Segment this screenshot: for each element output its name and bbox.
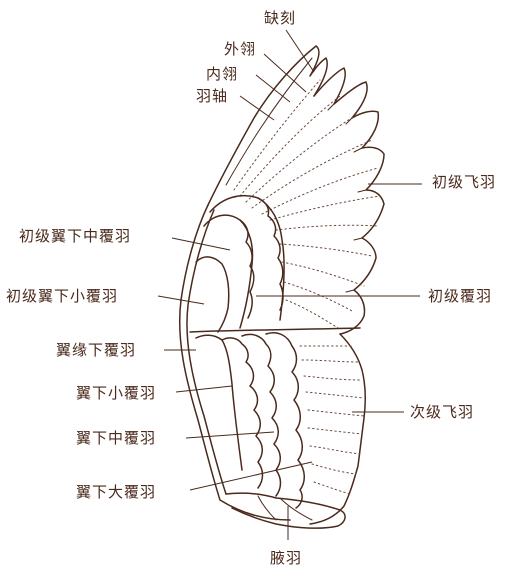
label-rachis: 羽轴 [196, 87, 228, 105]
label-primary-coverts: 初级覆羽 [428, 287, 492, 305]
leader-under-greater [190, 462, 312, 490]
wing-illustration [180, 46, 384, 528]
label-marginal-under-coverts: 翼缘下覆羽 [56, 341, 136, 359]
label-inner-vane: 内翎 [206, 65, 238, 83]
primary-marginal-coverts-shape [196, 257, 229, 332]
label-secondary-flight: 次级飞羽 [410, 403, 474, 421]
leader-rachis [240, 96, 274, 120]
label-primary-under-median-coverts: 初级翼下中覆羽 [19, 227, 131, 245]
under-greater-coverts-band [266, 333, 304, 508]
label-primary-under-lesser-coverts: 初级翼下小覆羽 [6, 287, 118, 305]
primary-under-lesser-coverts-shape [204, 215, 253, 328]
primary-tip-ticks [328, 104, 366, 292]
wing-leading-edge-outer [180, 205, 290, 520]
axillaries-shape [226, 493, 345, 528]
label-under-lesser-coverts: 翼下小覆羽 [76, 384, 156, 402]
leader-primary-under-median [172, 238, 230, 250]
leader-lines [158, 30, 422, 540]
label-axillaries: 腋羽 [270, 549, 302, 567]
primary-secondary-boundary [190, 328, 360, 332]
under-marginal-coverts-band [196, 335, 242, 470]
leader-under-lesser [176, 386, 232, 392]
label-outer-vane: 外翎 [224, 40, 256, 58]
primary-under-median-coverts-scallops [258, 198, 283, 310]
label-primary-flight: 初级飞羽 [432, 173, 496, 191]
label-under-median-coverts: 翼下中覆羽 [76, 429, 156, 447]
secondary-feather-shafts [300, 346, 364, 494]
primary-feather-shafts [234, 80, 380, 328]
leader-under-median [186, 432, 274, 438]
label-under-greater-coverts: 翼下大覆羽 [76, 483, 156, 501]
leader-inner-vane [256, 75, 290, 102]
primary-rachis [226, 58, 312, 185]
label-notch: 缺刻 [264, 9, 296, 27]
